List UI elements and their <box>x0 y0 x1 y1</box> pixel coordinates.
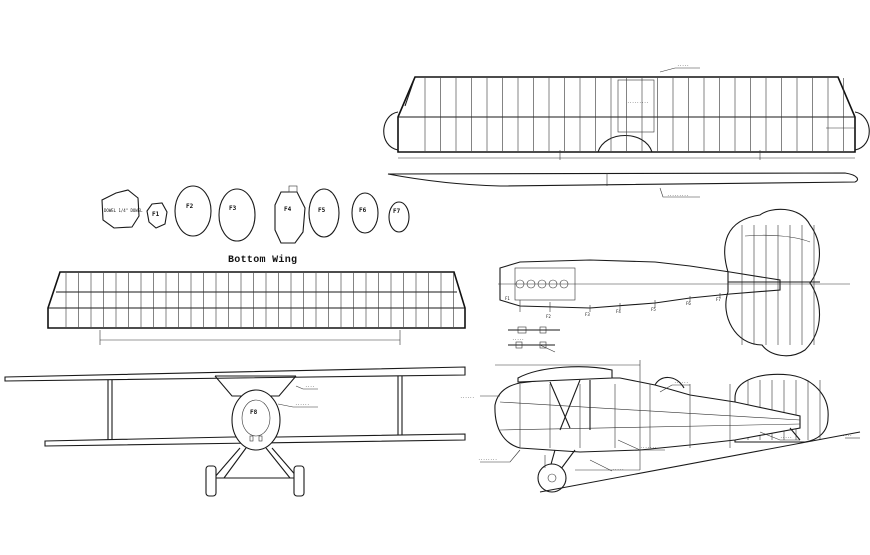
side-callout-3: ..... <box>612 466 624 471</box>
side-callout-7: ..... <box>840 432 852 437</box>
former-f1-dowel: DOWEL 1/4" DOWEL <box>101 189 143 229</box>
bottom-wing-title: Bottom Wing <box>228 254 297 266</box>
wing-profile-note: ......... <box>667 192 689 197</box>
parts-label: ..... <box>512 336 524 341</box>
engine-cylinder <box>515 279 525 289</box>
former-f3: F3 <box>218 188 256 242</box>
engine-cylinder <box>526 279 536 289</box>
former-label-f2: F2 <box>186 203 194 210</box>
former-f4: F4 <box>274 185 306 244</box>
engine-cylinder <box>537 279 547 289</box>
former-label-f5: F5 <box>318 207 326 214</box>
former-f1: F1 <box>146 202 168 229</box>
former-f5: F5 <box>308 188 340 238</box>
front-callout-2: ...... <box>295 401 309 406</box>
side-callout-4: ....... <box>640 444 657 449</box>
station-f7: F7 <box>716 297 721 302</box>
side-callout-2: ........ <box>478 456 497 461</box>
side-callout-5: ...... <box>674 379 688 384</box>
former-f2: F2 <box>174 185 212 237</box>
station-f4: F4 <box>616 309 621 314</box>
former-label-f8: F8 <box>250 409 258 416</box>
former-label-f3: F3 <box>229 205 237 212</box>
topwing-center-note: ......... <box>627 99 649 104</box>
formers-row: DOWEL 1/4" DOWEL F1 F2 F3 F4 F5 F6 <box>101 185 410 244</box>
topwing-callout: ..... <box>677 62 689 67</box>
engine-cylinder <box>548 279 558 289</box>
fuselage-top-view: F1 F2 F3 F4 F5 F6 F7 <box>498 208 850 357</box>
former-label-f6: F6 <box>359 207 367 214</box>
station-f2: F2 <box>546 314 551 319</box>
former-f6: F6 <box>351 192 379 234</box>
side-view: ...... ........ ..... ....... ...... ...… <box>460 360 861 493</box>
former-label-f7: F7 <box>393 208 401 215</box>
former-label-f4: F4 <box>284 206 292 213</box>
small-parts: ..... <box>508 326 560 353</box>
side-callout-6: ..... <box>780 434 792 439</box>
front-view: F8 .... ...... <box>4 366 466 497</box>
bottom-wing-plan <box>47 271 466 345</box>
station-f3: F3 <box>585 312 590 317</box>
station-labels: F1 <box>505 296 510 301</box>
former-f7: F7 <box>388 201 410 233</box>
station-f5: F5 <box>651 307 656 312</box>
former-label-f1: F1 <box>152 211 160 218</box>
top-wing-profile: ......... <box>387 172 859 198</box>
front-callout-1: .... <box>305 383 315 388</box>
side-callout-1: ...... <box>460 394 474 399</box>
top-wing-plan: ..... ......... <box>383 62 870 160</box>
engine-cylinder <box>559 279 569 289</box>
dowel-label: DOWEL 1/4" DOWEL <box>104 208 143 213</box>
station-f6: F6 <box>686 301 691 306</box>
